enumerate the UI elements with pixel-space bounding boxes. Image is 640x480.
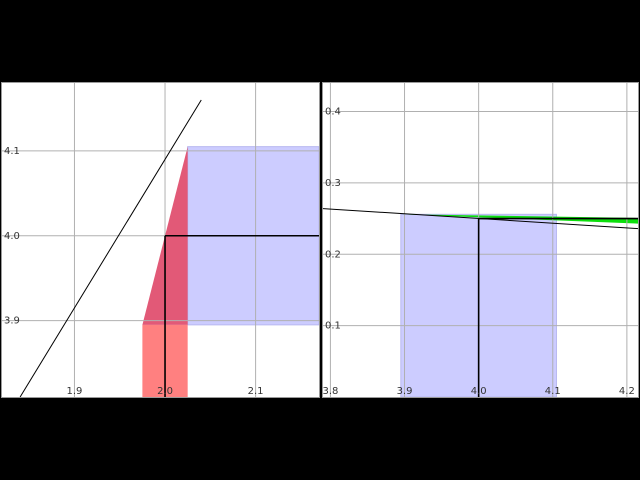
right-x-tick-label-0: 3.8: [323, 386, 338, 397]
left-plot-panel: 1.9 2.0 2.1 3.9 4.0 4.1: [1, 82, 320, 398]
left-y-tick-label-0: 3.9: [4, 316, 20, 327]
right-y-tick-label-0: 0.1: [325, 321, 341, 332]
left-y-tick-label-1: 4.0: [4, 231, 20, 242]
right-y-tick-label-2: 0.3: [325, 178, 341, 189]
right-x-tick-label-1: 3.9: [397, 386, 413, 397]
left-x-tick-label-0: 1.9: [67, 386, 83, 397]
left-image-wedge: [142, 146, 188, 325]
right-y-tick-label-1: 0.2: [325, 249, 341, 260]
left-x-tick-label-1: 2.0: [157, 386, 173, 397]
left-chart: 1.9 2.0 2.1 3.9 4.0 4.1: [2, 83, 319, 397]
right-plot-panel: 3.8 3.9 4.0 4.1 4.2 0.1 0.2 0.3 0.4: [322, 82, 639, 398]
right-chart: 3.8 3.9 4.0 4.1 4.2 0.1 0.2 0.3 0.4: [323, 83, 638, 397]
right-x-tick-label-3: 4.1: [545, 386, 561, 397]
left-x-tick-label-2: 2.1: [248, 386, 264, 397]
left-y-tick-label-2: 4.1: [4, 146, 20, 157]
right-y-tick-label-3: 0.4: [325, 107, 341, 118]
right-x-tick-label-4: 4.2: [619, 386, 635, 397]
left-function-line: [19, 99, 202, 397]
right-x-tick-label-2: 4.0: [471, 386, 487, 397]
